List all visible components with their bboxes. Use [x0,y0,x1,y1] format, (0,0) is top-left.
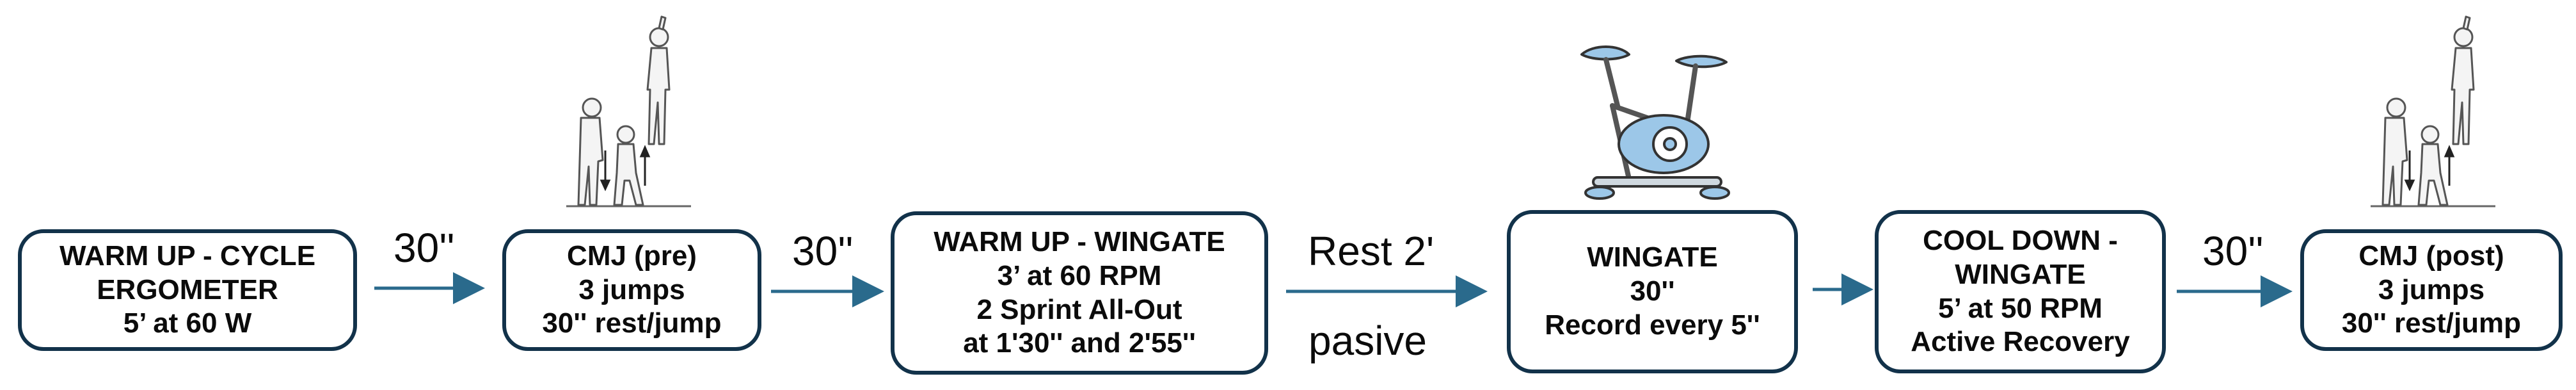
transition-label-5: 30'' [2202,228,2264,274]
transition-label-3a: Rest 2' [1308,228,1435,274]
step-line: 5’ at 50 RPM [1938,292,2103,324]
step-line: 30'' [1630,275,1675,307]
jumping-figures-icon [2371,15,2495,207]
step-cooldown-wingate: COOL DOWN - WINGATE 5’ at 50 RPM Active … [1875,210,2166,373]
step-line: WINGATE [1955,258,2086,290]
step-line: 2 Sprint All-Out [976,293,1182,325]
step-line: COOL DOWN - [1923,224,2118,256]
exercise-bike-icon [1580,45,1730,200]
transition-label-3b: pasive [1308,318,1427,364]
step-line: WARM UP - CYCLE [59,240,316,272]
step-line: Record every 5'' [1545,309,1760,341]
step-line: at 1'30'' and 2'55'' [963,327,1196,359]
step-line: WINGATE [1587,241,1718,273]
jumping-figures-icon [566,15,691,207]
step-line: Active Recovery [1911,326,2130,358]
step-cmj-post: CMJ (post) 3 jumps 30'' rest/jump [2300,229,2563,351]
step-line: 3’ at 60 RPM [997,259,1162,291]
transition-label-1: 30'' [394,225,455,271]
step-line: 30'' rest/jump [2341,307,2522,339]
step-line: CMJ (post) [2358,240,2504,272]
step-line: 3 jumps [578,273,685,305]
step-cmj-pre: CMJ (pre) 3 jumps 30'' rest/jump [502,229,761,351]
step-warmup-wingate: WARM UP - WINGATE 3’ at 60 RPM 2 Sprint … [891,211,1268,375]
step-line: CMJ (pre) [567,240,697,272]
step-line: WARM UP - WINGATE [934,225,1225,257]
step-line: 30'' rest/jump [542,307,722,339]
step-line: 3 jumps [2378,273,2485,305]
step-warmup-cycle: WARM UP - CYCLE ERGOMETER 5’ at 60 W [18,229,357,351]
step-line: ERGOMETER [97,273,278,305]
step-line: 5’ at 60 W [123,307,252,339]
step-wingate: WINGATE 30'' Record every 5'' [1507,210,1798,373]
transition-label-2: 30'' [792,228,854,274]
